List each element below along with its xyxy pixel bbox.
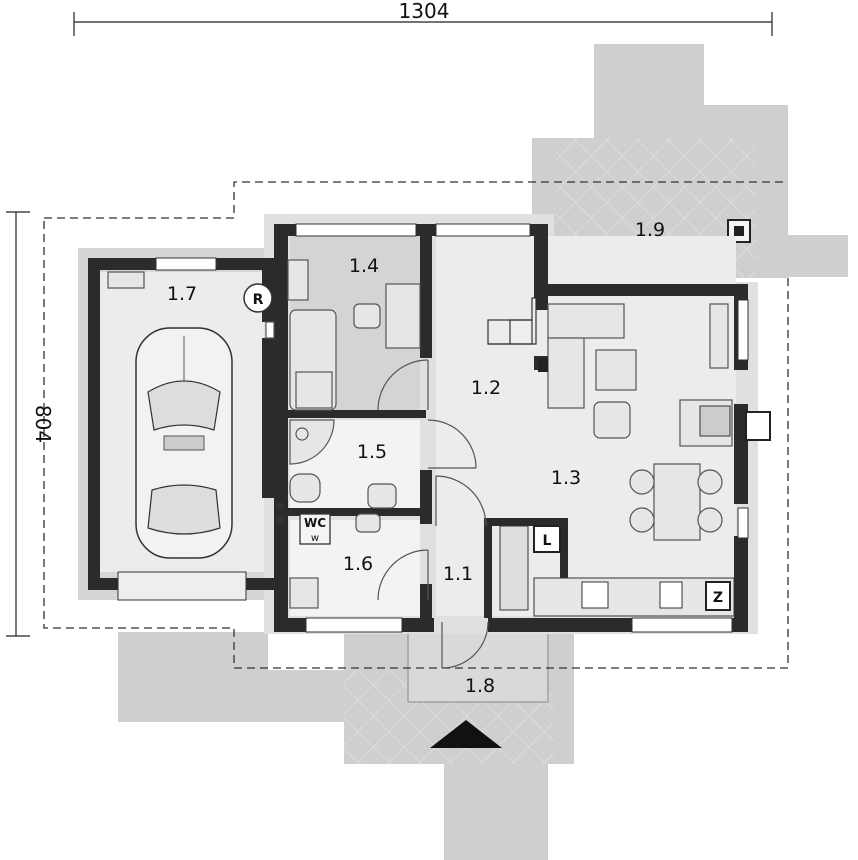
doors [265,321,489,669]
width-dimension: 1304 [73,0,773,36]
dining-set [629,463,723,541]
car-icon [135,327,233,559]
wc-label: WC [304,516,326,530]
depth-dimension-label: 804 [31,405,55,443]
room-label-1.4: 1.4 [349,255,379,277]
windows [117,223,749,633]
washer-label: w [311,533,319,544]
bathroom-fixtures: WC w [276,419,397,609]
study-furniture [287,259,421,411]
room-label-1.1: 1.1 [443,563,473,585]
fridge-label: L [543,533,552,549]
room-label-1.2: 1.2 [471,377,501,399]
oven-label: Z [713,590,723,606]
boiler-label: R [253,292,264,308]
room-label-1.8: 1.8 [465,675,495,697]
room-label-1.5: 1.5 [357,441,387,463]
room-label-1.6: 1.6 [343,553,373,575]
living-furniture [538,303,771,447]
stairs [487,297,537,345]
room-label-1.3: 1.3 [551,467,581,489]
room-label-1.7: 1.7 [167,283,197,305]
roof-outline [43,181,789,669]
boiler-icon: R [107,271,273,313]
width-dimension-label: 1304 [399,0,450,23]
room-label-1.9: 1.9 [635,219,665,241]
kitchen: L Z [499,525,735,617]
depth-dimension: 804 [6,211,55,637]
terrace-bottom [118,631,574,860]
